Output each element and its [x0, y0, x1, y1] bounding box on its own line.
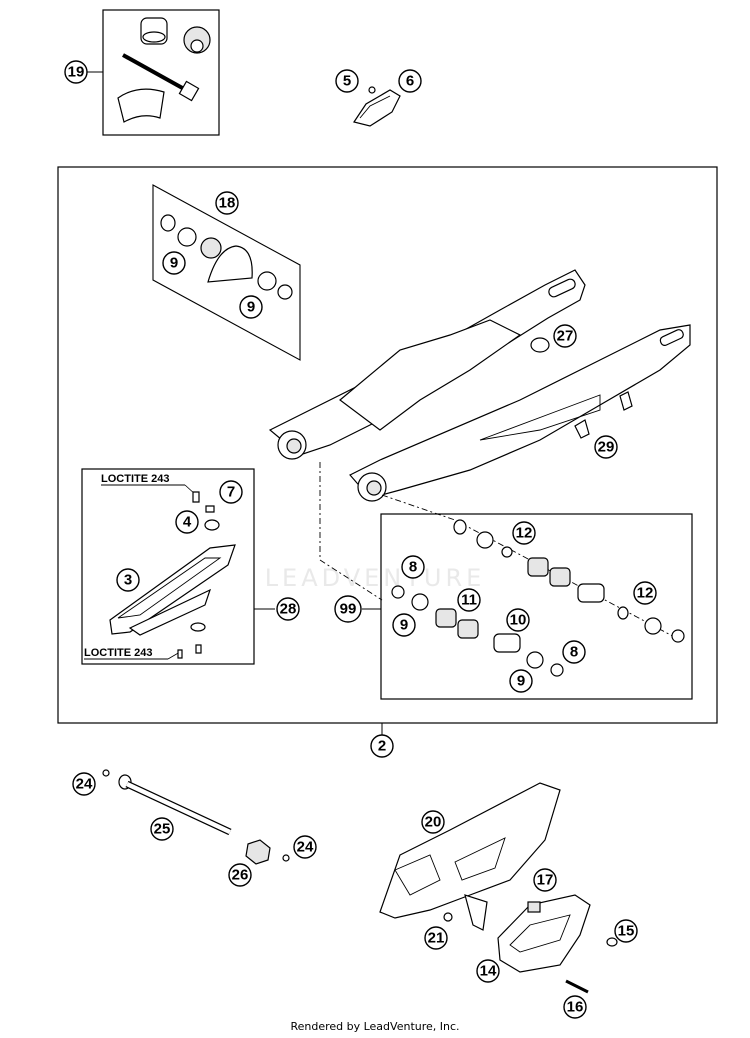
callout-25: 25	[150, 817, 174, 841]
callout-20: 20	[421, 810, 445, 834]
svg-text:12: 12	[637, 585, 654, 602]
callout-9: 9	[239, 295, 263, 319]
callout-9: 9	[162, 251, 186, 275]
svg-text:24: 24	[76, 776, 93, 793]
callout-16: 16	[563, 995, 587, 1019]
svg-text:16: 16	[567, 999, 584, 1016]
swingarm-pivot-axle	[102, 769, 290, 865]
callout-14: 14	[476, 959, 500, 983]
callout-18: 18	[215, 191, 239, 215]
chain-guide	[497, 894, 618, 994]
svg-text:2: 2	[378, 738, 386, 755]
callout-8: 8	[401, 555, 425, 579]
callout-24: 24	[72, 772, 96, 796]
svg-text:4: 4	[183, 514, 192, 531]
svg-text:26: 26	[232, 867, 249, 884]
callout-7: 7	[219, 480, 243, 504]
callout-15: 15	[614, 919, 638, 943]
svg-text:29: 29	[598, 439, 615, 456]
callout-6: 6	[398, 69, 422, 93]
chain-slider-inset	[81, 468, 275, 665]
loctite-label-bottom: LOCTITE 243	[84, 647, 152, 659]
axis-line-left	[319, 462, 383, 601]
callout-12: 12	[633, 581, 657, 605]
svg-text:15: 15	[618, 923, 635, 940]
svg-text:5: 5	[343, 73, 351, 90]
swingarm-assembly-frame	[57, 166, 718, 724]
svg-text:9: 9	[247, 299, 255, 316]
svg-text:9: 9	[517, 673, 525, 690]
svg-text:10: 10	[510, 612, 527, 629]
svg-text:3: 3	[124, 572, 132, 589]
svg-text:9: 9	[400, 617, 408, 634]
callout-26: 26	[228, 863, 252, 887]
svg-text:21: 21	[428, 930, 445, 947]
svg-text:17: 17	[537, 872, 554, 889]
svg-text:9: 9	[170, 255, 178, 272]
svg-text:99: 99	[340, 601, 357, 618]
loctite-label-top: LOCTITE 243	[101, 473, 169, 485]
callout-11: 11	[457, 588, 481, 612]
callout-8: 8	[562, 640, 586, 664]
callout-27: 27	[553, 324, 577, 348]
axis-line-right	[381, 494, 681, 641]
svg-text:25: 25	[154, 821, 171, 838]
svg-text:14: 14	[480, 963, 497, 980]
callout-4: 4	[175, 510, 199, 534]
callout-5: 5	[335, 69, 359, 93]
callout-24: 24	[293, 835, 317, 859]
chain-slider-top	[353, 86, 401, 127]
callout-12: 12	[512, 521, 536, 545]
svg-text:20: 20	[425, 814, 442, 831]
callout-99: 99	[334, 595, 362, 623]
svg-text:8: 8	[409, 559, 417, 576]
pivot-bearing-inset	[362, 513, 693, 700]
callout-21: 21	[424, 926, 448, 950]
callout-17: 17	[533, 868, 557, 892]
chain-guard	[379, 782, 561, 931]
callout-9: 9	[509, 669, 533, 693]
swingarm	[268, 269, 691, 502]
svg-text:28: 28	[280, 601, 297, 618]
svg-text:6: 6	[406, 73, 414, 90]
callout-2: 2	[370, 734, 394, 758]
svg-text:19: 19	[68, 64, 85, 81]
callout-10: 10	[506, 608, 530, 632]
svg-text:18: 18	[219, 195, 236, 212]
callout-28: 28	[276, 597, 300, 621]
svg-text:7: 7	[227, 484, 235, 501]
bolt-kit-inset	[87, 9, 220, 136]
svg-text:11: 11	[461, 592, 477, 609]
callout-19: 19	[64, 60, 88, 84]
svg-text:12: 12	[516, 525, 533, 542]
svg-text:24: 24	[297, 839, 314, 856]
watermark-text: LEADVENTURE	[265, 564, 486, 592]
svg-text:8: 8	[570, 644, 578, 661]
callout-3: 3	[116, 568, 140, 592]
callout-9: 9	[392, 613, 416, 637]
callout-29: 29	[594, 435, 618, 459]
footer-credit: Rendered by LeadVenture, Inc.	[290, 1020, 459, 1033]
svg-text:27: 27	[557, 328, 574, 345]
bearing-kit-inset	[152, 184, 301, 361]
